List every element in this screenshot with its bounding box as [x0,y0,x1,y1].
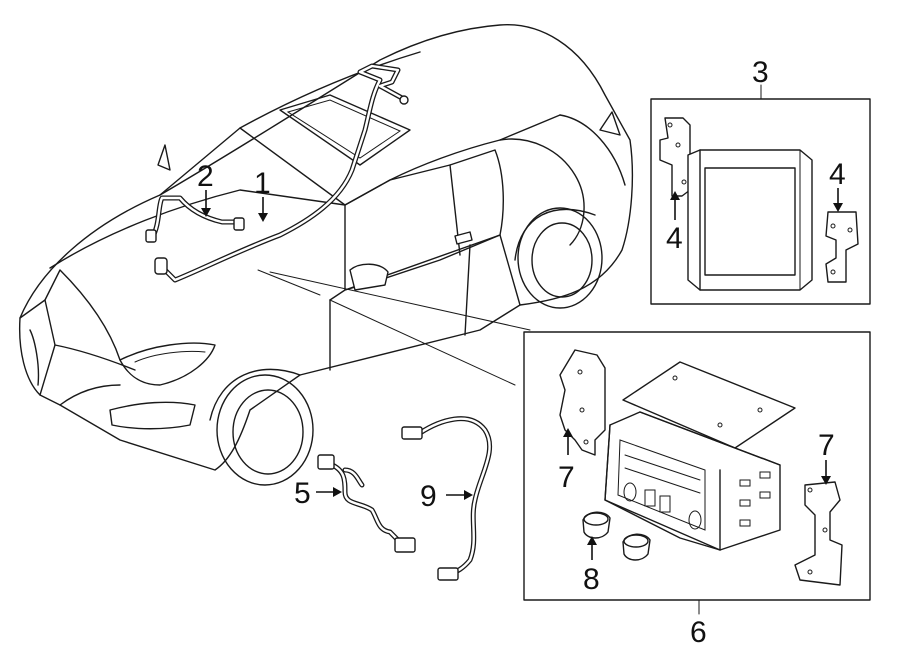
car-outline [18,24,634,486]
callout-6: 6 [690,616,707,649]
part-8-knobs [582,511,651,561]
part-2-antenna-lead [145,195,245,243]
part-5-harness [317,454,416,553]
callout-labels: 1 2 3 4 4 5 6 7 7 8 9 [197,56,846,649]
callout-7-left: 7 [558,461,575,494]
callout-3: 3 [752,56,769,89]
callout-4-left: 4 [666,222,683,255]
callout-5: 5 [294,477,311,510]
callout-7-right: 7 [818,429,835,462]
panel-6-frame [523,331,871,601]
part-9-usb-cable [401,416,493,581]
panel-3-navigation-unit [650,84,871,305]
part-1-antenna-cable [154,63,409,283]
callout-8: 8 [583,563,600,596]
callout-2: 2 [197,160,214,193]
callout-4-right: 4 [829,158,846,191]
panel-6-audio-unit [523,331,871,615]
callout-1: 1 [254,167,271,200]
callout-arrows [201,188,843,560]
callout-9: 9 [420,480,437,513]
